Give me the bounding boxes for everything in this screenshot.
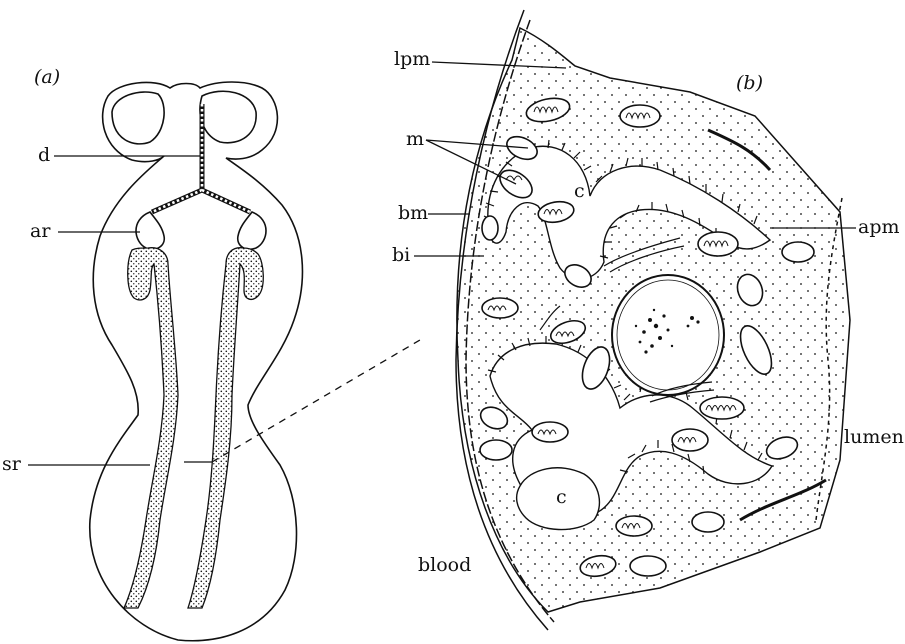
mitochondrion [700,397,744,419]
label-apm: apm [858,218,900,237]
mitochondrion [616,516,652,536]
mitochondrion [630,556,666,576]
ampulla-left [136,212,164,249]
panel-a-organism [90,82,303,641]
label-blood: blood [418,556,471,575]
mitochondrion [698,232,738,256]
body-outline [90,82,303,641]
panel-b-label: (b) [736,74,763,93]
label-bi: bi [392,246,410,265]
mitochondrion [482,216,498,240]
salivary-tubules [124,248,263,608]
tubule-right [188,248,263,608]
label-c-top: c [574,182,585,201]
label-lpm: lpm [394,50,430,69]
ampulla-right [238,212,266,249]
left-eye [112,92,164,144]
nucleus [612,275,724,395]
label-bm: bm [398,204,428,223]
label-d: d [38,146,50,165]
mitochondrion [480,440,512,460]
mitochondrion [620,105,660,127]
nucleus-envelope [612,275,724,395]
tubule-left [124,248,178,608]
label-ar: ar [30,222,50,241]
label-c-bottom: c [556,488,567,507]
mitochondrion [782,242,814,262]
label-m: m [406,130,424,149]
magnification-dashed-line [212,340,420,462]
right-eye [200,91,256,143]
panel-a-label: (a) [34,68,60,87]
mitochondrion [482,298,518,318]
label-sr: sr [2,455,21,474]
mitochondrion [672,429,708,451]
mitochondrion [532,422,568,442]
mitochondrion [692,512,724,532]
label-lumen: lumen [844,428,904,447]
